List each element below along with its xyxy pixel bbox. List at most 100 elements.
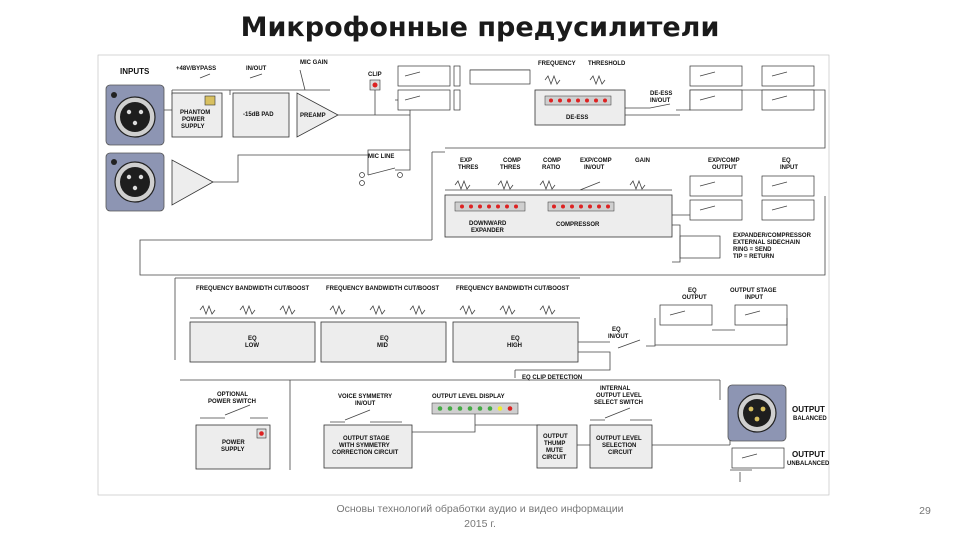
comp-left-wiring bbox=[431, 151, 445, 240]
internal-label-1: INTERNAL bbox=[600, 386, 631, 392]
threshold-label: THRESHOLD bbox=[588, 61, 626, 67]
eq-band-labels-low: FREQUENCY BANDWIDTH CUT/BOOST bbox=[196, 286, 310, 292]
eq-input-label-2: INPUT bbox=[780, 165, 798, 171]
power-switch bbox=[200, 404, 268, 419]
svg-text:-15dB PAD: -15dB PAD bbox=[243, 112, 274, 118]
insert-jacks-eq-right bbox=[655, 304, 788, 346]
eq-pots bbox=[190, 304, 580, 319]
comp-pots bbox=[445, 179, 672, 191]
opt-power-label-1: OPTIONAL bbox=[217, 392, 248, 398]
thump-mute-block: OUTPUT THUMP MUTE CIRCUIT bbox=[536, 424, 578, 469]
internal-label-3: SELECT SWITCH bbox=[594, 400, 643, 406]
svg-text:HIGH: HIGH bbox=[507, 343, 522, 349]
output-stage-input-label-1: OUTPUT STAGE bbox=[730, 288, 777, 294]
exp-thres-label-1: EXP bbox=[460, 158, 472, 164]
mic-gain-label: MIC GAIN bbox=[300, 60, 328, 66]
mic-line-label: MIC LINE bbox=[368, 154, 394, 160]
insert-jacks-top-left bbox=[397, 65, 531, 111]
output-stage-input-label-2: INPUT bbox=[745, 295, 763, 301]
svg-text:PHANTOM: PHANTOM bbox=[180, 110, 210, 116]
frequency-label: FREQUENCY bbox=[538, 61, 576, 67]
svg-text:CORRECTION CIRCUIT: CORRECTION CIRCUIT bbox=[332, 450, 399, 456]
expcomp-output-label-1: EXP/COMP bbox=[708, 158, 740, 164]
comp-thres-label-2: THRES bbox=[500, 165, 520, 171]
output-level-display-label: OUTPUT LEVEL DISPLAY bbox=[432, 394, 505, 400]
voice-sym-label-2: IN/OUT bbox=[355, 401, 376, 407]
line-input-buffer bbox=[171, 159, 214, 206]
eq-top-wiring bbox=[174, 277, 580, 360]
phantom-power-block: PHANTOM POWER SUPPLY bbox=[171, 92, 223, 138]
de-ess-wiring bbox=[445, 89, 826, 149]
svg-text:EXPANDER: EXPANDER bbox=[471, 228, 505, 234]
output-balanced-label: OUTPUT bbox=[792, 405, 825, 414]
pad-block: -15dB PAD bbox=[232, 92, 290, 138]
insert-jacks-top-right bbox=[689, 65, 815, 111]
eq-band-labels-mid: FREQUENCY BANDWIDTH CUT/BOOST bbox=[326, 286, 440, 292]
internal-label-2: OUTPUT LEVEL bbox=[596, 393, 642, 399]
out-stage-block: OUTPUT STAGE WITH SYMMETRY CORRECTION CI… bbox=[323, 424, 413, 469]
de-ess-pots bbox=[544, 74, 606, 86]
compressor-block: DOWNWARD EXPANDER COMPRESSOR bbox=[444, 194, 673, 238]
page-number: 29 bbox=[919, 505, 931, 517]
svg-text:EQ: EQ bbox=[511, 336, 520, 342]
svg-text:LOW: LOW bbox=[245, 343, 259, 349]
svg-text:COMPRESSOR: COMPRESSOR bbox=[556, 222, 600, 228]
inout-label: IN/OUT bbox=[246, 66, 267, 72]
unbalanced-label: UNBALANCED bbox=[787, 461, 830, 467]
de-ess-block: DE-ESS bbox=[534, 89, 626, 126]
de-ess-inout-label-2: IN/OUT bbox=[650, 98, 671, 104]
svg-text:OUTPUT: OUTPUT bbox=[543, 434, 568, 440]
bypass-label: +48V/BYPASS bbox=[176, 66, 216, 72]
eq-inout-label-1: EQ bbox=[612, 327, 621, 333]
svg-text:CIRCUIT: CIRCUIT bbox=[542, 455, 567, 461]
eq-out-wiring bbox=[514, 318, 656, 378]
voice-sym-switch bbox=[330, 409, 402, 423]
xlr-input-1 bbox=[105, 84, 165, 146]
output-bus bbox=[180, 379, 721, 470]
expcomp-output-label-2: OUTPUT bbox=[712, 165, 737, 171]
expcomp-inout-label-1: EXP/COMP bbox=[580, 158, 612, 164]
eq-input-label-1: EQ bbox=[782, 158, 791, 164]
comp-ratio-label-2: RATIO bbox=[542, 165, 561, 171]
comp-thres-label-1: COMP bbox=[503, 158, 521, 164]
voice-sym-label-1: VOICE SYMMETRY bbox=[338, 394, 392, 400]
eq-low-block: EQ LOW bbox=[189, 321, 316, 363]
svg-text:WITH SYMMETRY: WITH SYMMETRY bbox=[339, 443, 390, 449]
output-unbalanced-jack bbox=[731, 447, 785, 482]
gain-label: GAIN bbox=[635, 158, 650, 164]
inputs-label: INPUTS bbox=[120, 67, 150, 76]
preamp-block: PREAMP bbox=[296, 92, 339, 138]
insert-jacks-mid-right bbox=[139, 175, 826, 276]
trs-input-2 bbox=[105, 152, 165, 212]
comp-ratio-label-1: COMP bbox=[543, 158, 561, 164]
eq-high-block: EQ HIGH bbox=[452, 321, 579, 363]
input-wiring bbox=[164, 69, 330, 111]
svg-text:EQ: EQ bbox=[248, 336, 257, 342]
output-unbalanced-label: OUTPUT bbox=[792, 450, 825, 459]
svg-text:DOWNWARD: DOWNWARD bbox=[469, 221, 507, 227]
clip-label: CLIP bbox=[368, 72, 382, 78]
output-level-display bbox=[412, 402, 540, 433]
svg-text:SUPPLY: SUPPLY bbox=[221, 447, 244, 453]
svg-text:SUPPLY: SUPPLY bbox=[181, 124, 204, 130]
de-ess-inout-label-1: DE-ESS bbox=[650, 91, 672, 97]
svg-text:EQ: EQ bbox=[380, 336, 389, 342]
svg-text:THUMP: THUMP bbox=[544, 441, 565, 447]
svg-text:MID: MID bbox=[377, 343, 389, 349]
opt-power-label-2: POWER SWITCH bbox=[208, 399, 256, 405]
sidechain-label-1: EXPANDER/COMPRESSOR bbox=[733, 233, 812, 239]
sidechain-label-2: EXTERNAL SIDECHAIN bbox=[733, 240, 800, 246]
svg-text:OUTPUT STAGE: OUTPUT STAGE bbox=[343, 436, 390, 442]
eq-output-label-2: OUTPUT bbox=[682, 295, 707, 301]
slide-footer: Основы технологий обработки аудио и виде… bbox=[300, 502, 660, 532]
expcomp-inout-label-2: IN/OUT bbox=[584, 165, 605, 171]
svg-text:DE-ESS: DE-ESS bbox=[566, 115, 588, 121]
sidechain-label-4: TIP = RETURN bbox=[733, 254, 774, 260]
eq-output-label-1: EQ bbox=[688, 288, 697, 294]
svg-text:PREAMP: PREAMP bbox=[300, 113, 326, 119]
footer-line-2: 2015 г. bbox=[464, 518, 496, 530]
svg-text:SELECTION: SELECTION bbox=[602, 443, 636, 449]
power-supply-block: POWER SUPPLY bbox=[195, 424, 271, 470]
svg-text:MUTE: MUTE bbox=[546, 448, 563, 454]
sidechain-label-3: RING = SEND bbox=[733, 247, 772, 253]
